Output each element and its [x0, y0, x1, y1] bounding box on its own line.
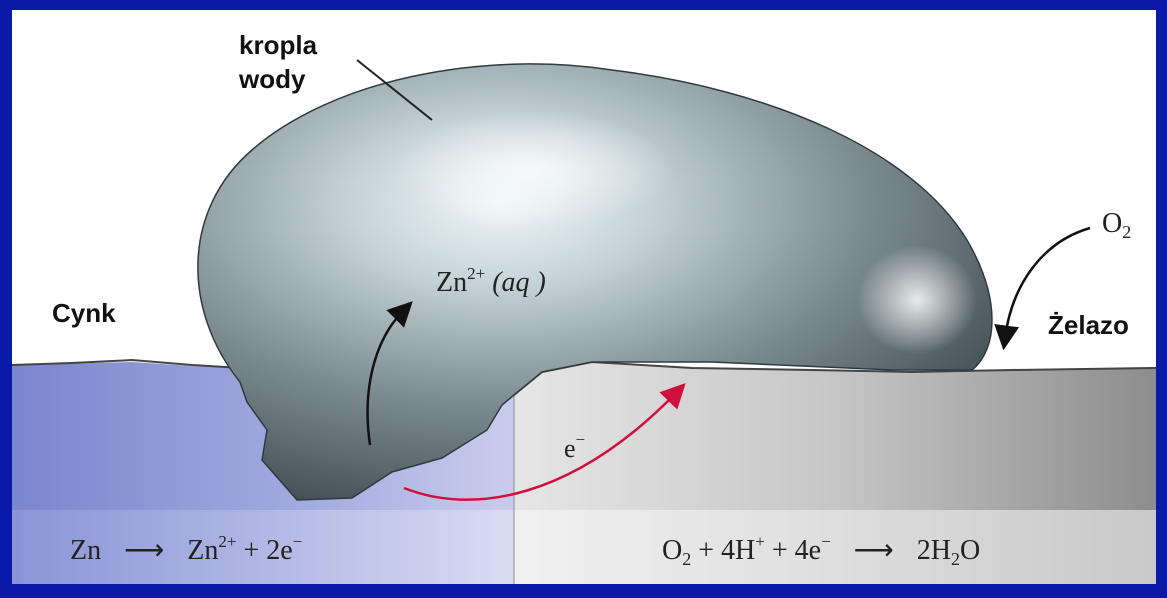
anode-product-charge: 2+ — [218, 532, 236, 551]
oxygen-symbol: O — [1102, 208, 1122, 239]
zinc-ion-charge: 2+ — [467, 264, 485, 283]
electron-label: e− — [564, 430, 585, 464]
cathode-arrow: ⟶ — [838, 535, 910, 566]
cathode-oxygen: O — [662, 535, 682, 566]
diagram-panel: kropla wody Cynk Żelazo O2 Zn2+ (aq ) e−… — [12, 10, 1156, 584]
anode-equation: Zn ⟶ Zn2+ + 2e− — [70, 532, 302, 567]
oxygen-subscript: 2 — [1122, 222, 1131, 242]
iron-label: Żelazo — [1048, 310, 1129, 341]
cathode-equation: O2 + 4H+ + 4e− ⟶ 2H2O — [662, 532, 980, 570]
electron-charge: − — [576, 430, 586, 449]
zinc-ion-label: Zn2+ (aq ) — [436, 264, 546, 299]
anode-rest: + 2e — [236, 535, 292, 566]
cathode-product: 2H — [917, 535, 951, 566]
zinc-label: Cynk — [52, 298, 116, 329]
anode-product: Zn — [187, 535, 218, 566]
cathode-hydrogen-charge: + — [755, 532, 765, 551]
zinc-ion-symbol: Zn — [436, 267, 467, 298]
anode-rest-charge: − — [293, 532, 303, 551]
anode-reactant: Zn — [70, 535, 101, 566]
cathode-electrons: + 4e — [765, 535, 821, 566]
cathode-oxygen-sub: 2 — [682, 549, 691, 569]
cathode-product-end: O — [960, 535, 980, 566]
drop-label: kropla wody — [239, 28, 317, 96]
zinc-ion-phase: (aq ) — [492, 267, 546, 298]
drop-highlight-right — [857, 245, 977, 355]
drop-label-line2: wody — [239, 62, 317, 96]
cathode-hydrogen: + 4H — [691, 535, 755, 566]
oxygen-label: O2 — [1102, 208, 1131, 243]
corrosion-diagram — [12, 10, 1156, 584]
drop-label-line1: kropla — [239, 28, 317, 62]
anode-arrow: ⟶ — [108, 535, 180, 566]
cathode-electron-charge: − — [821, 532, 831, 551]
drop-highlight — [392, 110, 672, 230]
cathode-product-sub: 2 — [951, 549, 960, 569]
electron-symbol: e — [564, 434, 576, 463]
